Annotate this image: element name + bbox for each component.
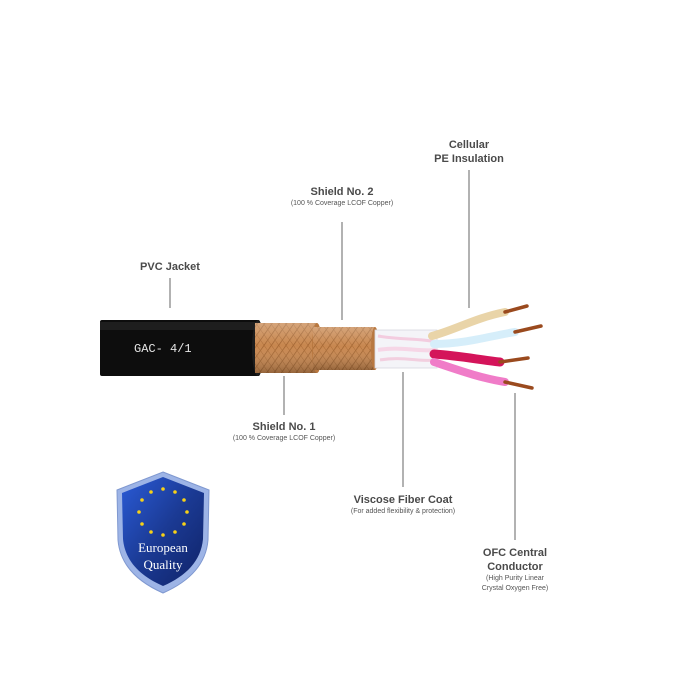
wire-beige: [428, 304, 529, 340]
shield-2-braid: [313, 327, 379, 370]
leader-lines: [169, 170, 516, 540]
viscose-fiber-coat: [374, 329, 438, 369]
shield-2-title: Shield No. 2: [310, 186, 374, 198]
eu-stars-icon: [137, 487, 189, 537]
shield-1-subtitle: (100 % Coverage LCOF Copper): [232, 435, 336, 442]
badge-line-1: European: [138, 540, 188, 555]
shield-1-title: Shield No. 1: [252, 421, 316, 433]
pvc-jacket: GAC- 4/1: [100, 320, 264, 376]
wire-red: [429, 349, 530, 367]
label-shield-2: Shield No. 2 (100 % Coverage LCOF Copper…: [272, 185, 412, 209]
label-shield-1: Shield No. 1 (100 % Coverage LCOF Copper…: [214, 420, 354, 444]
european-quality-badge: European Quality: [116, 471, 210, 594]
ofc-line-1: OFC Central: [482, 547, 548, 559]
ofc-sub-2: Crystal Oxygen Free): [481, 585, 549, 592]
label-viscose: Viscose Fiber Coat (For added flexibilit…: [333, 493, 473, 517]
label-pvc-jacket: PVC Jacket: [140, 261, 200, 273]
wire-lightblue: [430, 324, 543, 348]
cellular-pe-line-1: Cellular: [448, 139, 490, 151]
ofc-sub-1: (High Purity Linear: [486, 575, 544, 582]
shield-2-subtitle: (100 % Coverage LCOF Copper): [290, 200, 394, 207]
cellular-pe-line-2: PE Insulation: [434, 153, 504, 165]
badge-line-2: Quality: [144, 557, 183, 572]
viscose-title: Viscose Fiber Coat: [353, 494, 453, 506]
label-ofc: OFC Central Conductor (High Purity Linea…: [465, 546, 565, 594]
ofc-line-2: Conductor: [487, 561, 543, 573]
viscose-subtitle: (For added flexibility & protection): [350, 508, 456, 515]
label-cellular-pe: Cellular PE Insulation: [419, 138, 519, 166]
shield-1-braid: [255, 323, 322, 373]
wire-pink: [430, 358, 534, 390]
cable-print: GAC- 4/1: [134, 342, 192, 356]
